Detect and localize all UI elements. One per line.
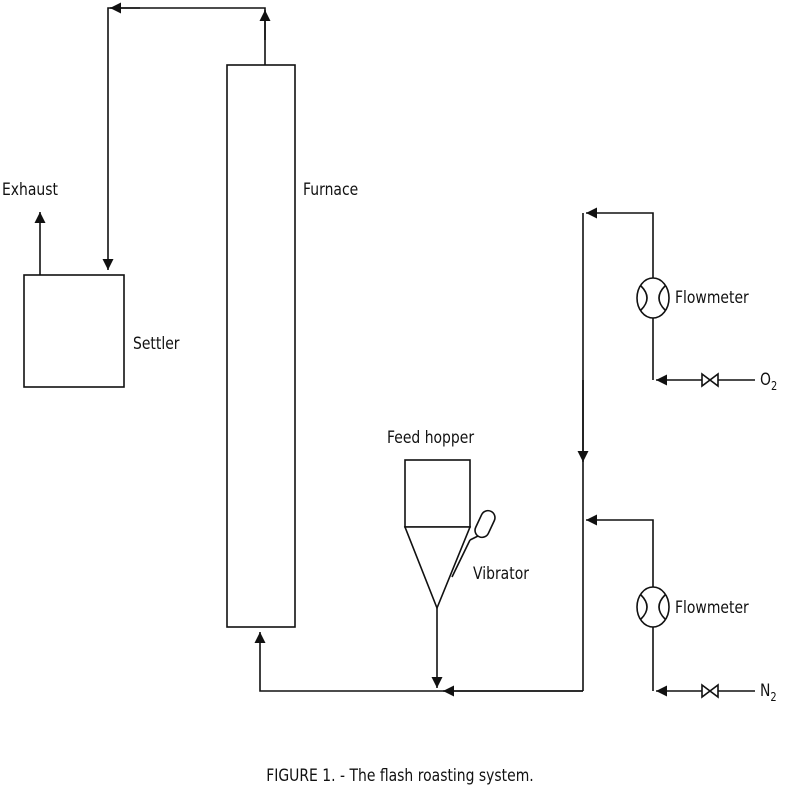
flowmeter-top-label: Flowmeter — [675, 288, 749, 308]
flowmeter-bottom-label: Flowmeter — [675, 598, 749, 618]
o2-label-sub: 2 — [770, 379, 778, 393]
figure-caption: FIGURE 1. - The flash roasting system. — [266, 766, 534, 786]
o2-branch-line — [586, 207, 654, 380]
vibrator — [451, 509, 496, 578]
o2-valve — [701, 372, 719, 388]
hopper-cone — [403, 526, 472, 611]
vibrator-label: Vibrator — [473, 564, 529, 584]
o2-label-main: O — [760, 370, 771, 390]
n2-label-sub: 2 — [770, 690, 777, 704]
flowmeter-top — [636, 277, 670, 319]
n2-branch-line — [586, 514, 654, 691]
settler-vessel — [23, 274, 125, 388]
furnace-column — [226, 64, 296, 628]
feed-hopper — [404, 459, 471, 528]
n2-label-main: N — [760, 681, 771, 701]
feed-line-to-furnace — [254, 632, 583, 692]
feed-hopper-label: Feed hopper — [387, 428, 475, 448]
o2-label: O2 — [760, 370, 777, 393]
settler-label: Settler — [133, 334, 180, 354]
exhaust-label: Exhaust — [2, 180, 59, 200]
n2-label: N2 — [760, 681, 777, 704]
furnace-label: Furnace — [303, 180, 359, 200]
flowmeter-bottom — [636, 586, 670, 628]
n2-valve — [701, 683, 719, 699]
